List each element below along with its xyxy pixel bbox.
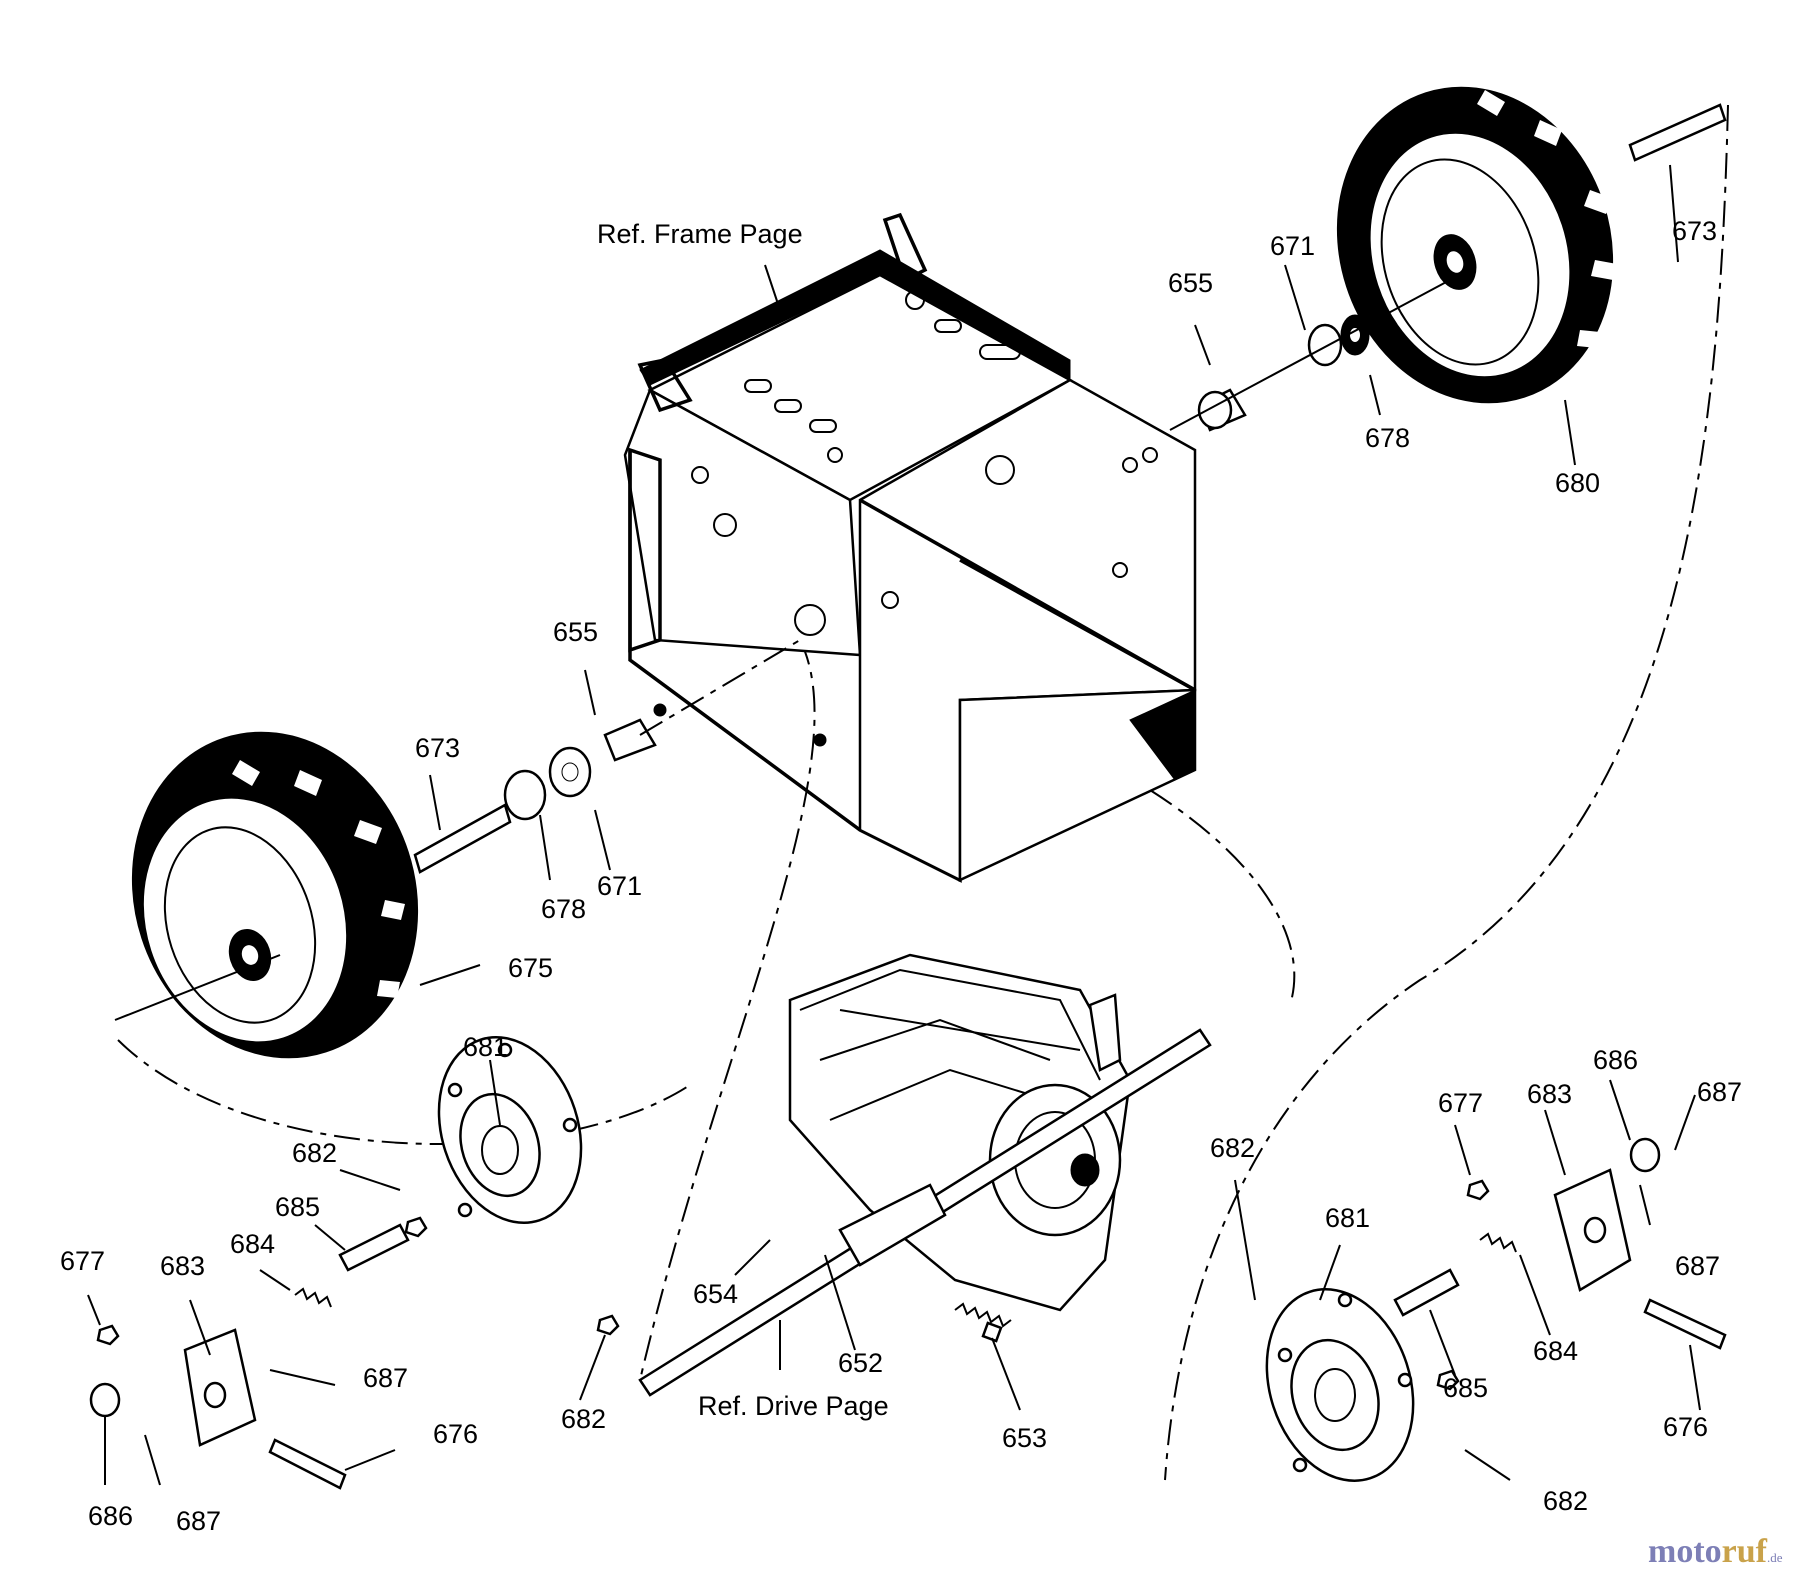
part-label-687: 687 — [176, 1506, 221, 1536]
part-label-676: 676 — [1663, 1412, 1708, 1442]
part-label-682: 682 — [1210, 1133, 1255, 1163]
watermark-logo: motoruf.de — [1648, 1533, 1783, 1570]
part-label-687: 687 — [1675, 1251, 1720, 1281]
part-label-686: 686 — [88, 1501, 133, 1531]
part-label-654: 654 — [693, 1279, 738, 1309]
axle-parts-right — [1169, 103, 1727, 432]
part-label-687: 687 — [1697, 1077, 1742, 1107]
part-label-678: 678 — [1365, 423, 1410, 453]
right-wheel — [1336, 86, 1617, 404]
part-label-686: 686 — [1593, 1045, 1638, 1075]
part-label-655: 655 — [1168, 268, 1213, 298]
part-label-681: 681 — [463, 1032, 508, 1062]
axle-parts-left — [114, 639, 801, 1021]
part-label-685: 685 — [275, 1192, 320, 1222]
part-label-673: 673 — [415, 733, 460, 763]
part-label-671: 671 — [597, 871, 642, 901]
leader-lines — [87, 164, 1701, 1486]
part-label-678: 678 — [541, 894, 586, 924]
ref-frame-page-label: Ref. Frame Page — [597, 219, 803, 249]
part-label-671: 671 — [1270, 231, 1315, 261]
part-label-682: 682 — [1543, 1486, 1588, 1516]
part-label-682: 682 — [292, 1138, 337, 1168]
part-number-labels: 673 671 655 678 680 655 673 678 671 675 … — [60, 216, 1742, 1536]
part-label-684: 684 — [230, 1229, 275, 1259]
part-label-673: 673 — [1672, 216, 1717, 246]
part-label-677: 677 — [60, 1246, 105, 1276]
part-label-675: 675 — [508, 953, 553, 983]
left-hub-plate — [437, 1035, 583, 1225]
right-lever-hardware — [1393, 1137, 1727, 1391]
part-label-655: 655 — [553, 617, 598, 647]
left-wheel — [131, 731, 419, 1059]
ref-drive-page-label: Ref. Drive Page — [698, 1391, 889, 1421]
transmission-assembly — [638, 953, 1212, 1397]
left-lever-hardware — [89, 1216, 620, 1490]
part-label-652: 652 — [838, 1348, 883, 1378]
part-label-680: 680 — [1555, 468, 1600, 498]
part-label-682: 682 — [561, 1404, 606, 1434]
part-label-684: 684 — [1533, 1336, 1578, 1366]
frame-assembly — [623, 212, 1197, 883]
part-label-685: 685 — [1443, 1373, 1488, 1403]
part-label-677: 677 — [1438, 1088, 1483, 1118]
watermark-part2: ruf — [1722, 1533, 1768, 1570]
part-label-683: 683 — [1527, 1079, 1572, 1109]
part-label-653: 653 — [1002, 1423, 1047, 1453]
part-label-681: 681 — [1325, 1203, 1370, 1233]
part-label-687: 687 — [363, 1363, 408, 1393]
part-label-676: 676 — [433, 1419, 478, 1449]
watermark-part3: .de — [1767, 1550, 1783, 1565]
svg-text:motoruf.de: motoruf.de — [1648, 1533, 1783, 1570]
watermark-part1: moto — [1648, 1533, 1722, 1570]
right-hub-plate — [1265, 1288, 1415, 1482]
part-label-683: 683 — [160, 1251, 205, 1281]
